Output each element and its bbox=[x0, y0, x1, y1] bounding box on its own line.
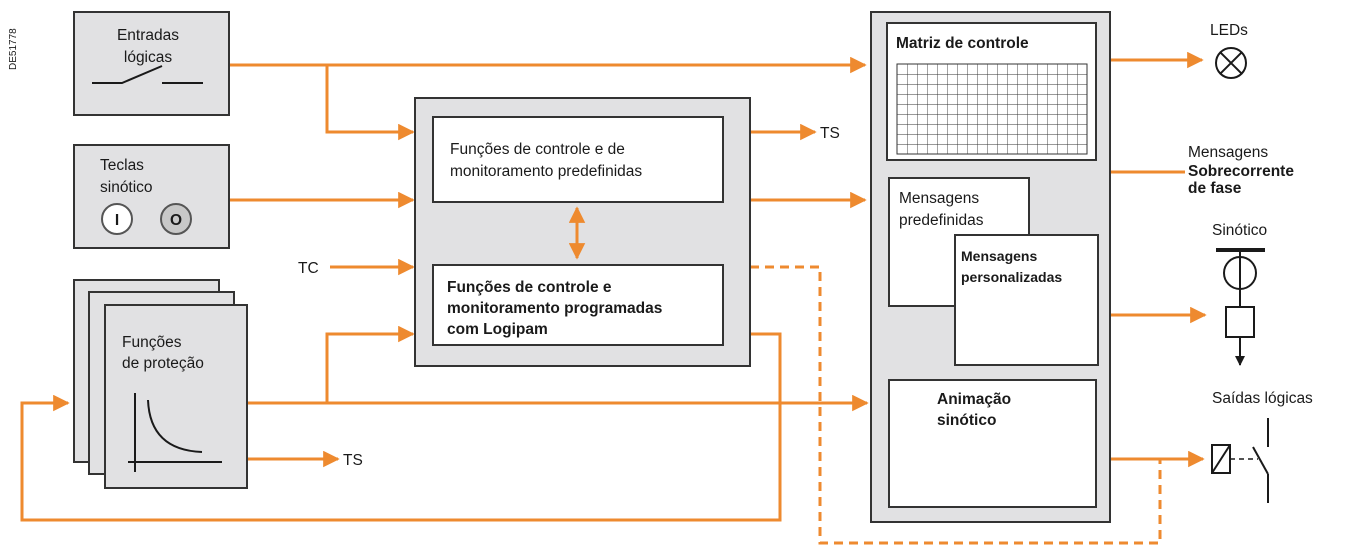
logipam-line-2: monitoramento programadas bbox=[447, 300, 662, 317]
messages-label: Mensagens bbox=[1188, 144, 1268, 161]
inverse-time-curve-icon bbox=[147, 399, 203, 453]
flow-protection-to-central bbox=[325, 325, 415, 403]
flow-feedback-loop bbox=[20, 332, 782, 522]
doc-reference: DE51778 bbox=[8, 28, 19, 70]
central-functions-block: Funções de controle e de monitoramento p… bbox=[414, 97, 751, 367]
control-matrix-title: Matriz de controle bbox=[896, 35, 1029, 52]
key-off-icon bbox=[160, 203, 192, 235]
relay-output-icon bbox=[1211, 418, 1269, 503]
logic-inputs-frame bbox=[73, 11, 230, 116]
predefined-functions-box bbox=[432, 116, 724, 203]
synoptic-animation-box bbox=[888, 379, 1097, 508]
logipam-line-1: Funções de controle e bbox=[447, 279, 612, 296]
predefined-functions-line-1: Funções de controle e de bbox=[450, 141, 625, 158]
protection-label-1: Funções bbox=[122, 334, 182, 351]
protection-sheet-front bbox=[104, 304, 248, 489]
synoptic-keys-frame bbox=[73, 144, 230, 249]
ts-label-bottom: TS bbox=[343, 452, 363, 469]
synoptic-animation-line-2: sinótico bbox=[937, 412, 996, 429]
logipam-functions-box bbox=[432, 264, 724, 346]
predefined-functions-line-2: monitoramento predefinidas bbox=[450, 163, 642, 180]
custom-messages-line-1: Mensagens bbox=[961, 248, 1037, 264]
synoptic-keys-label-2: sinótico bbox=[100, 179, 153, 196]
custom-messages-box bbox=[954, 234, 1099, 366]
control-matrix-grid bbox=[896, 63, 1088, 155]
flow-inputs-to-central bbox=[325, 65, 415, 141]
synoptic-keys-label-1: Teclas bbox=[100, 157, 144, 174]
protection-functions-stack: Funções de proteção bbox=[73, 279, 248, 489]
synoptic-label: Sinótico bbox=[1212, 222, 1267, 239]
key-on-label: I bbox=[115, 212, 119, 229]
curve-axes-icon bbox=[128, 393, 222, 472]
logic-inputs-label-1: Entradas bbox=[117, 27, 179, 44]
leds-label: LEDs bbox=[1210, 22, 1248, 39]
logic-inputs-box: Entradas lógicas bbox=[73, 11, 230, 116]
synoptic-keys-box: Teclas sinótico I O bbox=[73, 144, 230, 249]
custom-messages-line-2: personalizadas bbox=[961, 269, 1062, 285]
flow-dashed-logic-output bbox=[750, 265, 1162, 545]
messages-example-line-2: de fase bbox=[1188, 180, 1242, 197]
key-off-label: O bbox=[170, 212, 182, 229]
logipam-line-3: com Logipam bbox=[447, 321, 548, 338]
protection-label-2: de proteção bbox=[122, 355, 204, 372]
synoptic-mimic-icon bbox=[1216, 248, 1265, 366]
logic-inputs-label-2: lógicas bbox=[124, 49, 172, 66]
messages-example-line-1: Sobrecorrente bbox=[1188, 163, 1294, 180]
key-on-icon bbox=[101, 203, 133, 235]
hmi-panel: Matriz de controle Mensagens predefinida… bbox=[870, 11, 1111, 523]
led-lamp-icon bbox=[1215, 47, 1247, 79]
tc-label: TC bbox=[298, 260, 319, 277]
predefined-messages-line-1: Mensagens bbox=[899, 190, 979, 207]
switch-contact-icon bbox=[92, 65, 203, 84]
predefined-messages-line-2: predefinidas bbox=[899, 212, 984, 229]
ts-label-top: TS bbox=[820, 125, 840, 142]
synoptic-animation-line-1: Animação bbox=[937, 391, 1011, 408]
signal-flows bbox=[20, 51, 1207, 545]
outputs: LEDs Mensagens Sobrecorrente de fase Sin… bbox=[1188, 22, 1313, 503]
logic-outputs-label: Saídas lógicas bbox=[1212, 390, 1313, 407]
